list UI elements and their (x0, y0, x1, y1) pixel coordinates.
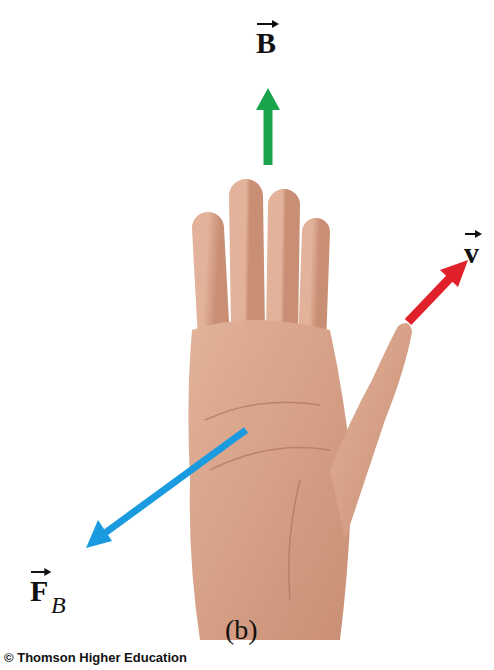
magnetic-force-vector (86, 430, 246, 548)
thumb (330, 323, 412, 540)
palm (188, 320, 352, 640)
velocity-vector (408, 260, 468, 322)
copyright-note: © Thomson Higher Education (4, 650, 187, 665)
vector-label: v (464, 236, 479, 270)
ring-finger (282, 205, 284, 335)
subscript-label: B (51, 592, 66, 619)
magnetic-field-vector (256, 88, 280, 165)
hand (188, 196, 412, 640)
vector-label: B (256, 26, 276, 60)
index-finger (208, 228, 214, 340)
vector-label: F (30, 574, 48, 608)
panel-label: (b) (225, 614, 258, 646)
middle-finger (246, 196, 248, 330)
